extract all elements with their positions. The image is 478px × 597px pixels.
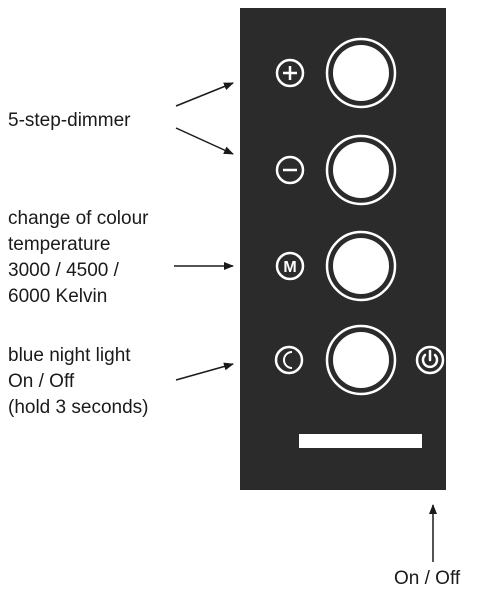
power-icon[interactable] [415, 345, 445, 375]
moon-icon [274, 345, 304, 375]
minus-circle-icon [275, 155, 305, 185]
colour-temperature-line-4: 6000 Kelvin [8, 286, 108, 307]
night-light-button[interactable] [325, 324, 397, 396]
night-light-line-1: blue night light [8, 345, 131, 366]
dimmer-arrow-down [175, 127, 234, 155]
on-off-label: On / Off [394, 566, 460, 592]
colour-temperature-line-1: change of colour [8, 208, 149, 229]
night-light-line-2: On / Off [8, 371, 75, 392]
mode-button[interactable] [325, 230, 397, 302]
plus-button[interactable] [325, 37, 397, 109]
on-off-label-text: On / Off [394, 568, 461, 589]
minus-button[interactable] [325, 134, 397, 206]
colour-temperature-label: change of colour temperature 3000 / 4500… [8, 206, 149, 310]
dimmer-label-text: 5-step-dimmer [8, 110, 131, 131]
on-off-bar[interactable] [299, 434, 422, 448]
colour-temperature-line-3: 3000 / 4500 / [8, 260, 119, 281]
colour-temperature-line-2: temperature [8, 234, 111, 255]
dimmer-label: 5-step-dimmer [8, 108, 130, 134]
plus-circle-icon [275, 58, 305, 88]
mode-m-letter: M [283, 259, 296, 276]
mode-m-icon: M [275, 251, 305, 281]
night-light-label: blue night light On / Off (hold 3 second… [8, 343, 148, 421]
dimmer-arrow-up [175, 82, 234, 107]
night-arrow [175, 362, 234, 381]
night-light-line-3: (hold 3 seconds) [8, 397, 149, 418]
